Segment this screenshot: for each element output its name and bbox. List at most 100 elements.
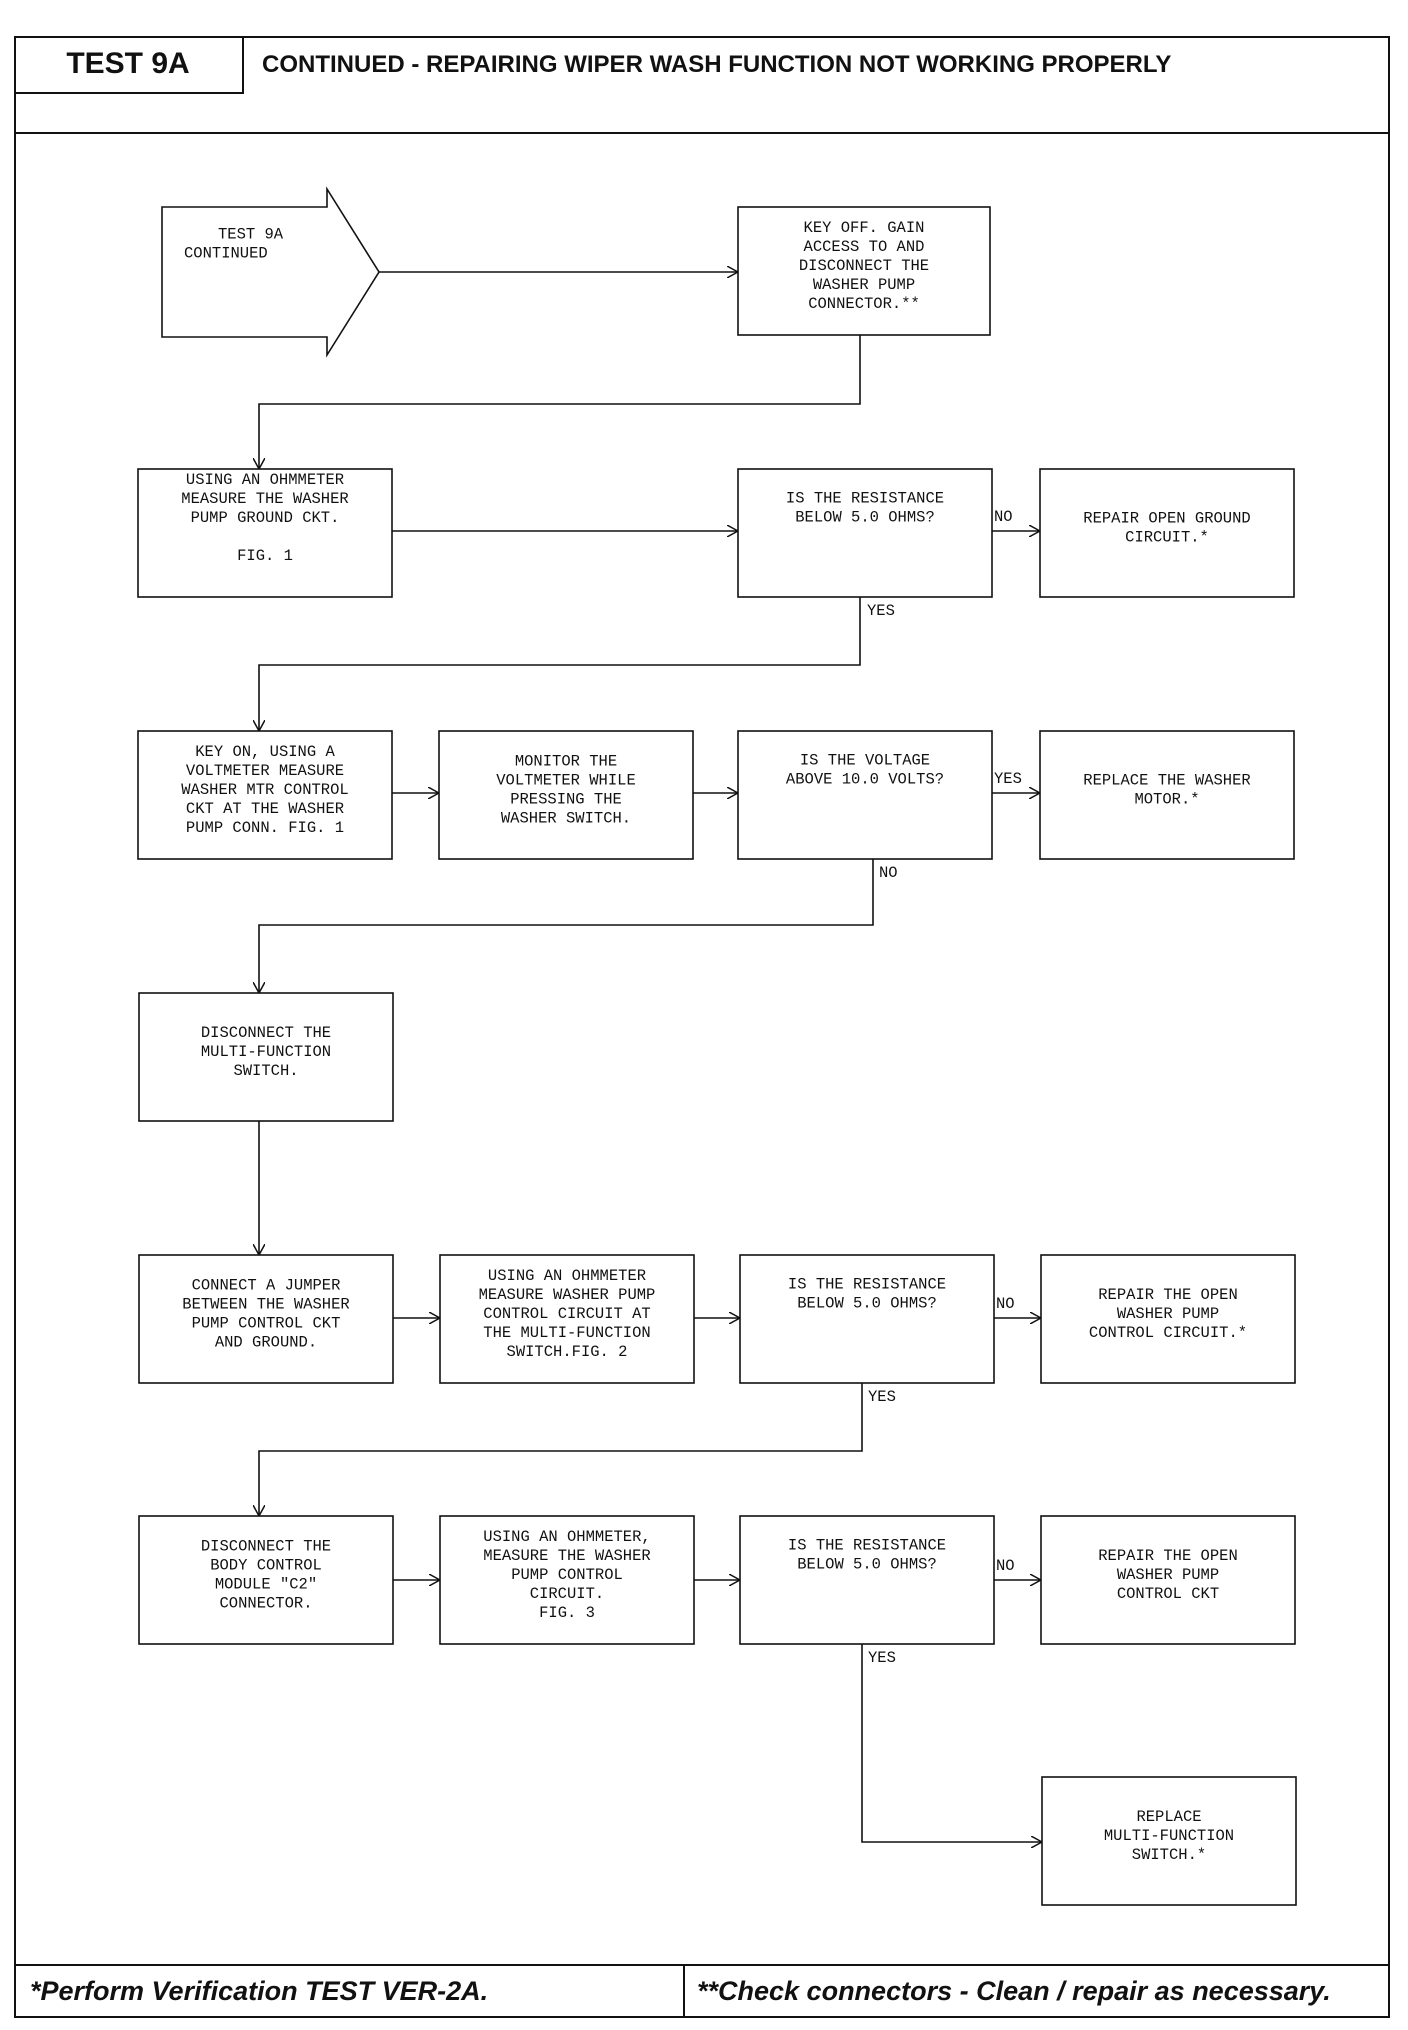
start-line-1: TEST 9A: [218, 226, 284, 244]
step-key-on-frame: [137, 730, 393, 860]
footer-column-divider: [683, 1964, 685, 2018]
connector-q1-yes: [259, 597, 861, 731]
footer-note-verification: *Perform Verification TEST VER-2A.: [30, 1975, 489, 2006]
step-key-on-line-2: VOLTMETER MEASURE: [186, 762, 344, 780]
step-disconnect-mfs-frame: [138, 992, 394, 1122]
page-frame: [14, 36, 1390, 2018]
step-ohm-ground-frame: [137, 468, 393, 598]
header-divider: [14, 132, 1390, 134]
step-key-on-line-5: PUMP CONN. FIG. 1: [186, 819, 344, 837]
step-ohm-mfs-line-3: CONTROL CIRCUIT AT: [483, 1305, 650, 1323]
fix-ground-line-2: CIRCUIT.*: [1125, 529, 1209, 547]
fix-ground-frame: [1039, 468, 1295, 598]
step-ohm-mfs-line-1: USING AN OHMMETER: [488, 1267, 646, 1285]
q-voltage-frame: [737, 730, 993, 860]
fix-pump-ctrl-2-line-3: CONTROL CKT: [1117, 1585, 1219, 1603]
step-key-off-line-4: WASHER PUMP: [813, 276, 915, 294]
fix-mfs-frame: [1041, 1776, 1297, 1906]
fix-ground-line-1: REPAIR OPEN GROUND: [1083, 510, 1250, 528]
step-ohm-ground-line-2: MEASURE THE WASHER: [181, 490, 348, 508]
step-ohm-bcm-line-2: MEASURE THE WASHER: [483, 1547, 650, 1565]
step-ohm-ground-line-3: PUMP GROUND CKT.: [191, 509, 340, 527]
step-key-on-line-4: CKT AT THE WASHER: [186, 800, 344, 818]
label-q3-yes: YES: [868, 1649, 896, 1667]
q-resistance-1-line-1: IS THE RESISTANCE: [786, 490, 944, 508]
step-jumper-line-2: BETWEEN THE WASHER: [182, 1296, 349, 1314]
fix-mfs-line-1: REPLACE: [1136, 1808, 1201, 1826]
step-disconnect-bcm-line-1: DISCONNECT THE: [201, 1538, 331, 1556]
start-line-2: CONTINUED: [184, 245, 268, 263]
connector-q3-yes: [861, 1644, 1042, 1842]
fix-pump-ctrl-1-line-1: REPAIR THE OPEN: [1098, 1286, 1238, 1304]
step-jumper-frame: [138, 1254, 394, 1384]
step-ohm-mfs-frame: [439, 1254, 695, 1384]
step-monitor-line-1: MONITOR THE: [515, 753, 617, 771]
step-ohm-bcm-box: USING AN OHMMETER,MEASURE THE WASHERPUMP…: [439, 1515, 695, 1645]
step-disconnect-bcm-line-2: BODY CONTROL: [210, 1557, 322, 1575]
step-key-off-line-3: DISCONNECT THE: [799, 257, 929, 275]
label-q-voltage-no: NO: [879, 864, 898, 882]
fix-motor-line-2: MOTOR.*: [1134, 791, 1199, 809]
fix-pump-ctrl-1-line-2: WASHER PUMP: [1117, 1305, 1219, 1323]
test-id-cell: TEST 9A: [14, 36, 244, 94]
step-disconnect-bcm-frame: [138, 1515, 394, 1645]
fix-pump-ctrl-1-frame: [1040, 1254, 1296, 1384]
fix-pump-ctrl-1-line-3: CONTROL CIRCUIT.*: [1089, 1324, 1247, 1342]
step-key-off-line-5: CONNECTOR.**: [808, 295, 920, 313]
page-title: CONTINUED - REPAIRING WIPER WASH FUNCTIO…: [262, 51, 1172, 78]
step-disconnect-bcm-line-4: CONNECTOR.: [219, 1595, 312, 1613]
footer-divider: [14, 1964, 1390, 1966]
step-ohm-ground-line-1: USING AN OHMMETER: [186, 471, 344, 489]
label-q1-no: NO: [994, 508, 1013, 526]
step-ohm-bcm-line-3: PUMP CONTROL: [511, 1566, 623, 1584]
connector-key-off-to-ohm-ground: [259, 335, 861, 469]
fix-pump-ctrl-2-line-2: WASHER PUMP: [1117, 1566, 1219, 1584]
step-key-on-line-1: KEY ON, USING A: [195, 743, 335, 761]
step-ohm-mfs-line-2: MEASURE WASHER PUMP: [479, 1286, 656, 1304]
fix-motor-frame: [1039, 730, 1295, 860]
step-monitor-line-2: VOLTMETER WHILE: [496, 772, 636, 790]
fix-pump-ctrl-2-line-1: REPAIR THE OPEN: [1098, 1547, 1238, 1565]
step-monitor-line-3: PRESSING THE: [510, 791, 622, 809]
q-resistance-3-line-2: BELOW 5.0 OHMS?: [797, 1556, 937, 1574]
q-voltage-line-2: ABOVE 10.0 VOLTS?: [786, 771, 944, 789]
step-monitor-line-4: WASHER SWITCH.: [501, 810, 631, 828]
q-resistance-2-line-2: BELOW 5.0 OHMS?: [797, 1295, 937, 1313]
step-disconnect-bcm-line-3: MODULE "C2": [215, 1576, 317, 1594]
q-resistance-3-frame: [739, 1515, 995, 1645]
step-ohm-mfs-line-4: THE MULTI-FUNCTION: [483, 1324, 650, 1342]
q-resistance-3-line-1: IS THE RESISTANCE: [788, 1537, 946, 1555]
q-resistance-2-frame: [739, 1254, 995, 1384]
label-q1-yes: YES: [867, 602, 895, 620]
step-jumper-line-4: AND GROUND.: [215, 1334, 317, 1352]
fix-mfs-line-3: SWITCH.*: [1132, 1846, 1206, 1864]
label-q3-no: NO: [996, 1557, 1015, 1575]
step-key-on-line-3: WASHER MTR CONTROL: [181, 781, 348, 799]
start-arrow-outline: [161, 186, 380, 358]
connector-q2-yes: [259, 1383, 863, 1516]
q-voltage-line-1: IS THE VOLTAGE: [800, 752, 930, 770]
step-key-off-line-1: KEY OFF. GAIN: [804, 219, 925, 237]
step-ohm-bcm-frame: [439, 1515, 695, 1645]
step-disconnect-mfs-line-1: DISCONNECT THE: [201, 1024, 331, 1042]
step-disconnect-mfs-line-3: SWITCH.: [233, 1062, 298, 1080]
step-ohm-ground-line-5: FIG. 1: [237, 547, 293, 565]
step-monitor-frame: [438, 730, 694, 860]
label-q-voltage-yes: YES: [994, 770, 1022, 788]
